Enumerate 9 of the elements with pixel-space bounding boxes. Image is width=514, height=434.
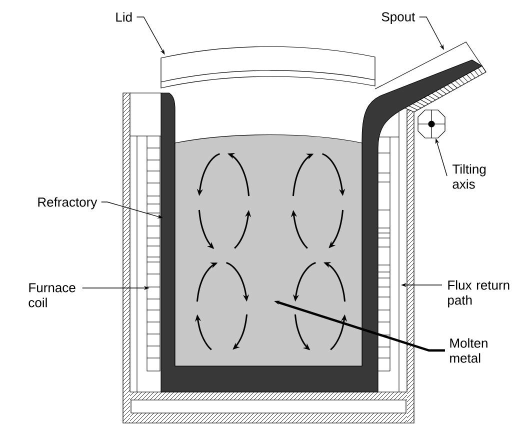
part-label: Lid xyxy=(116,12,132,22)
lid xyxy=(160,46,376,88)
part-label: Tilting axis xyxy=(452,164,486,189)
part-label: Refractory xyxy=(38,197,98,210)
part-label: Furnace coil xyxy=(28,283,76,308)
pivot-symbol xyxy=(418,110,446,138)
part-label: Flux return path xyxy=(448,280,510,308)
part-label: Spout xyxy=(382,12,416,24)
part-label: Molten metal xyxy=(450,338,488,363)
